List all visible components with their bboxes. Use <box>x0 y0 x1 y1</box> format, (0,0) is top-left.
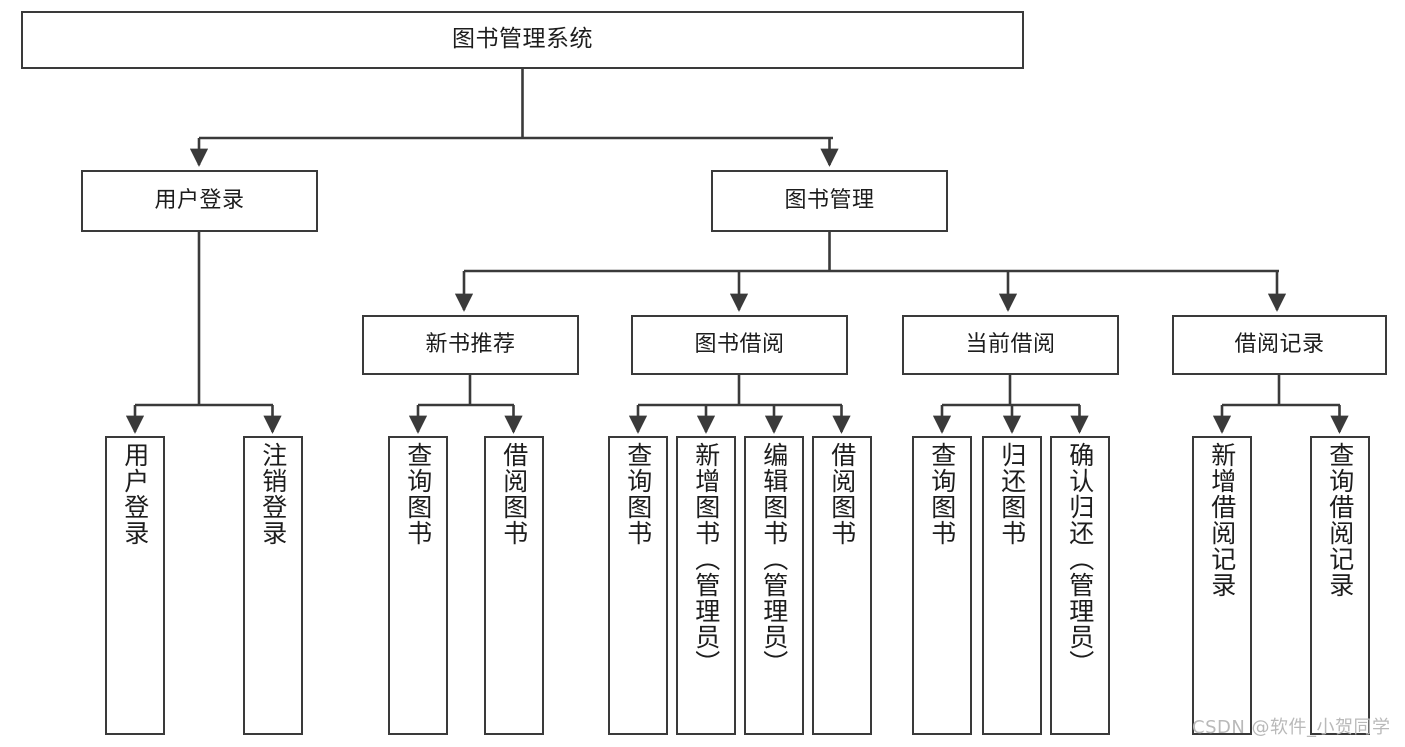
node-leaf-borrow-book-recommend[interactable]: 借阅图书 <box>484 436 544 735</box>
node-current-borrow[interactable]: 当前借阅 <box>902 315 1119 375</box>
node-borrow-record[interactable]: 借阅记录 <box>1172 315 1387 375</box>
node-root-system[interactable]: 图书管理系统 <box>21 11 1024 69</box>
node-user-login[interactable]: 用户登录 <box>81 170 318 232</box>
node-label: 确认归还（管理员） <box>1065 442 1095 676</box>
node-leaf-logout[interactable]: 注销登录 <box>243 436 303 735</box>
node-book-borrow[interactable]: 图书借阅 <box>631 315 848 375</box>
node-label: 归还图书 <box>997 442 1027 546</box>
node-leaf-query-book-current[interactable]: 查询图书 <box>912 436 972 735</box>
node-leaf-borrow-book[interactable]: 借阅图书 <box>812 436 872 735</box>
node-leaf-query-book-recommend[interactable]: 查询图书 <box>388 436 448 735</box>
node-leaf-confirm-return[interactable]: 确认归还（管理员） <box>1050 436 1110 735</box>
node-label: 查询借阅记录 <box>1325 442 1355 598</box>
node-label: 借阅图书 <box>827 442 857 546</box>
node-leaf-add-book[interactable]: 新增图书（管理员） <box>676 436 736 735</box>
node-label: 新增图书（管理员） <box>691 442 721 676</box>
node-label: 新书推荐 <box>425 331 516 357</box>
node-label: 用户登录 <box>120 442 150 546</box>
node-label: 查询图书 <box>623 442 653 546</box>
node-label: 编辑图书（管理员） <box>759 442 789 676</box>
csdn-watermark: CSDN @软件_小贺同学 <box>1192 717 1391 738</box>
node-label: 查询图书 <box>403 442 433 546</box>
node-leaf-query-book-borrow[interactable]: 查询图书 <box>608 436 668 735</box>
node-label: 图书借阅 <box>694 331 785 357</box>
node-leaf-edit-book[interactable]: 编辑图书（管理员） <box>744 436 804 735</box>
node-leaf-add-borrow-record[interactable]: 新增借阅记录 <box>1192 436 1252 735</box>
node-leaf-query-borrow-record[interactable]: 查询借阅记录 <box>1310 436 1370 735</box>
node-label: 借阅记录 <box>1234 331 1325 357</box>
node-label: 图书管理 <box>784 187 875 213</box>
node-label: 当前借阅 <box>965 331 1056 357</box>
node-label: 图书管理系统 <box>452 26 593 53</box>
node-new-book-recommend[interactable]: 新书推荐 <box>362 315 579 375</box>
node-label: 查询图书 <box>927 442 957 546</box>
node-book-manage[interactable]: 图书管理 <box>711 170 948 232</box>
node-leaf-user-login[interactable]: 用户登录 <box>105 436 165 735</box>
node-label: 注销登录 <box>258 442 288 546</box>
node-label: 借阅图书 <box>499 442 529 546</box>
node-label: 新增借阅记录 <box>1207 442 1237 598</box>
node-leaf-return-book[interactable]: 归还图书 <box>982 436 1042 735</box>
node-label: 用户登录 <box>154 187 245 213</box>
